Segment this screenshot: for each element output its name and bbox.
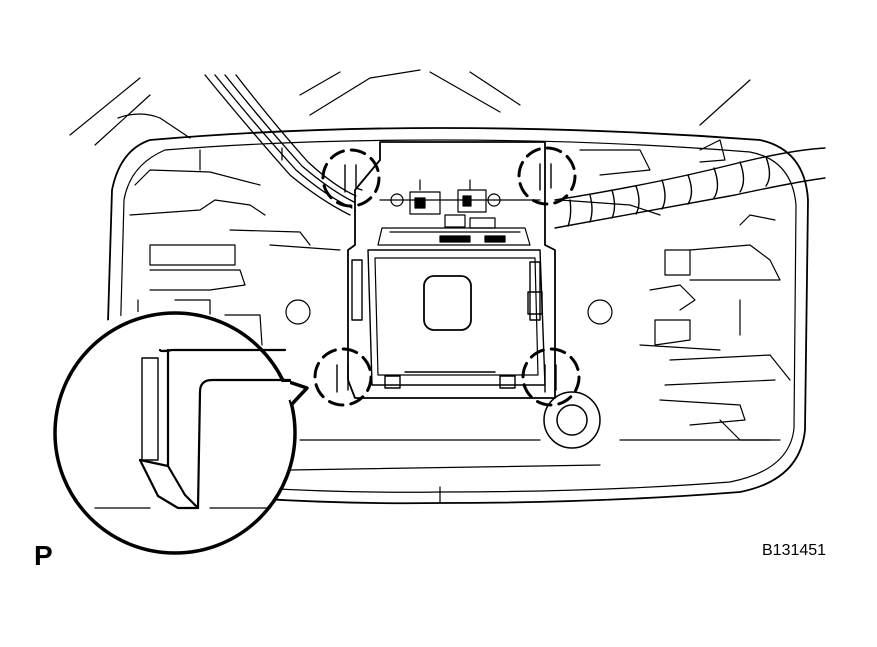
screw-boss: [543, 391, 601, 449]
bottom-rim: [289, 439, 771, 504]
callout-clip-bottom-right: [521, 347, 581, 407]
figure-id: B131451: [762, 542, 827, 559]
wire-harness-top: [204, 74, 357, 216]
clip-marks: [336, 163, 557, 393]
callout-clip-bottom-left: [313, 347, 373, 407]
circuit-components: [389, 179, 521, 243]
clip-callouts: [313, 146, 581, 407]
switch-clips: [351, 259, 543, 389]
detail-magnifier: [52, 309, 309, 555]
housing-right-details: [559, 139, 791, 441]
background-lines: [69, 69, 751, 146]
callout-clip-top-left: [321, 148, 381, 208]
callout-clip-top-right: [517, 146, 577, 206]
lens-mounts: [285, 299, 613, 325]
corner-label: P: [34, 540, 53, 571]
wire-harness-right: [554, 147, 826, 229]
housing-left-details: [129, 147, 341, 356]
